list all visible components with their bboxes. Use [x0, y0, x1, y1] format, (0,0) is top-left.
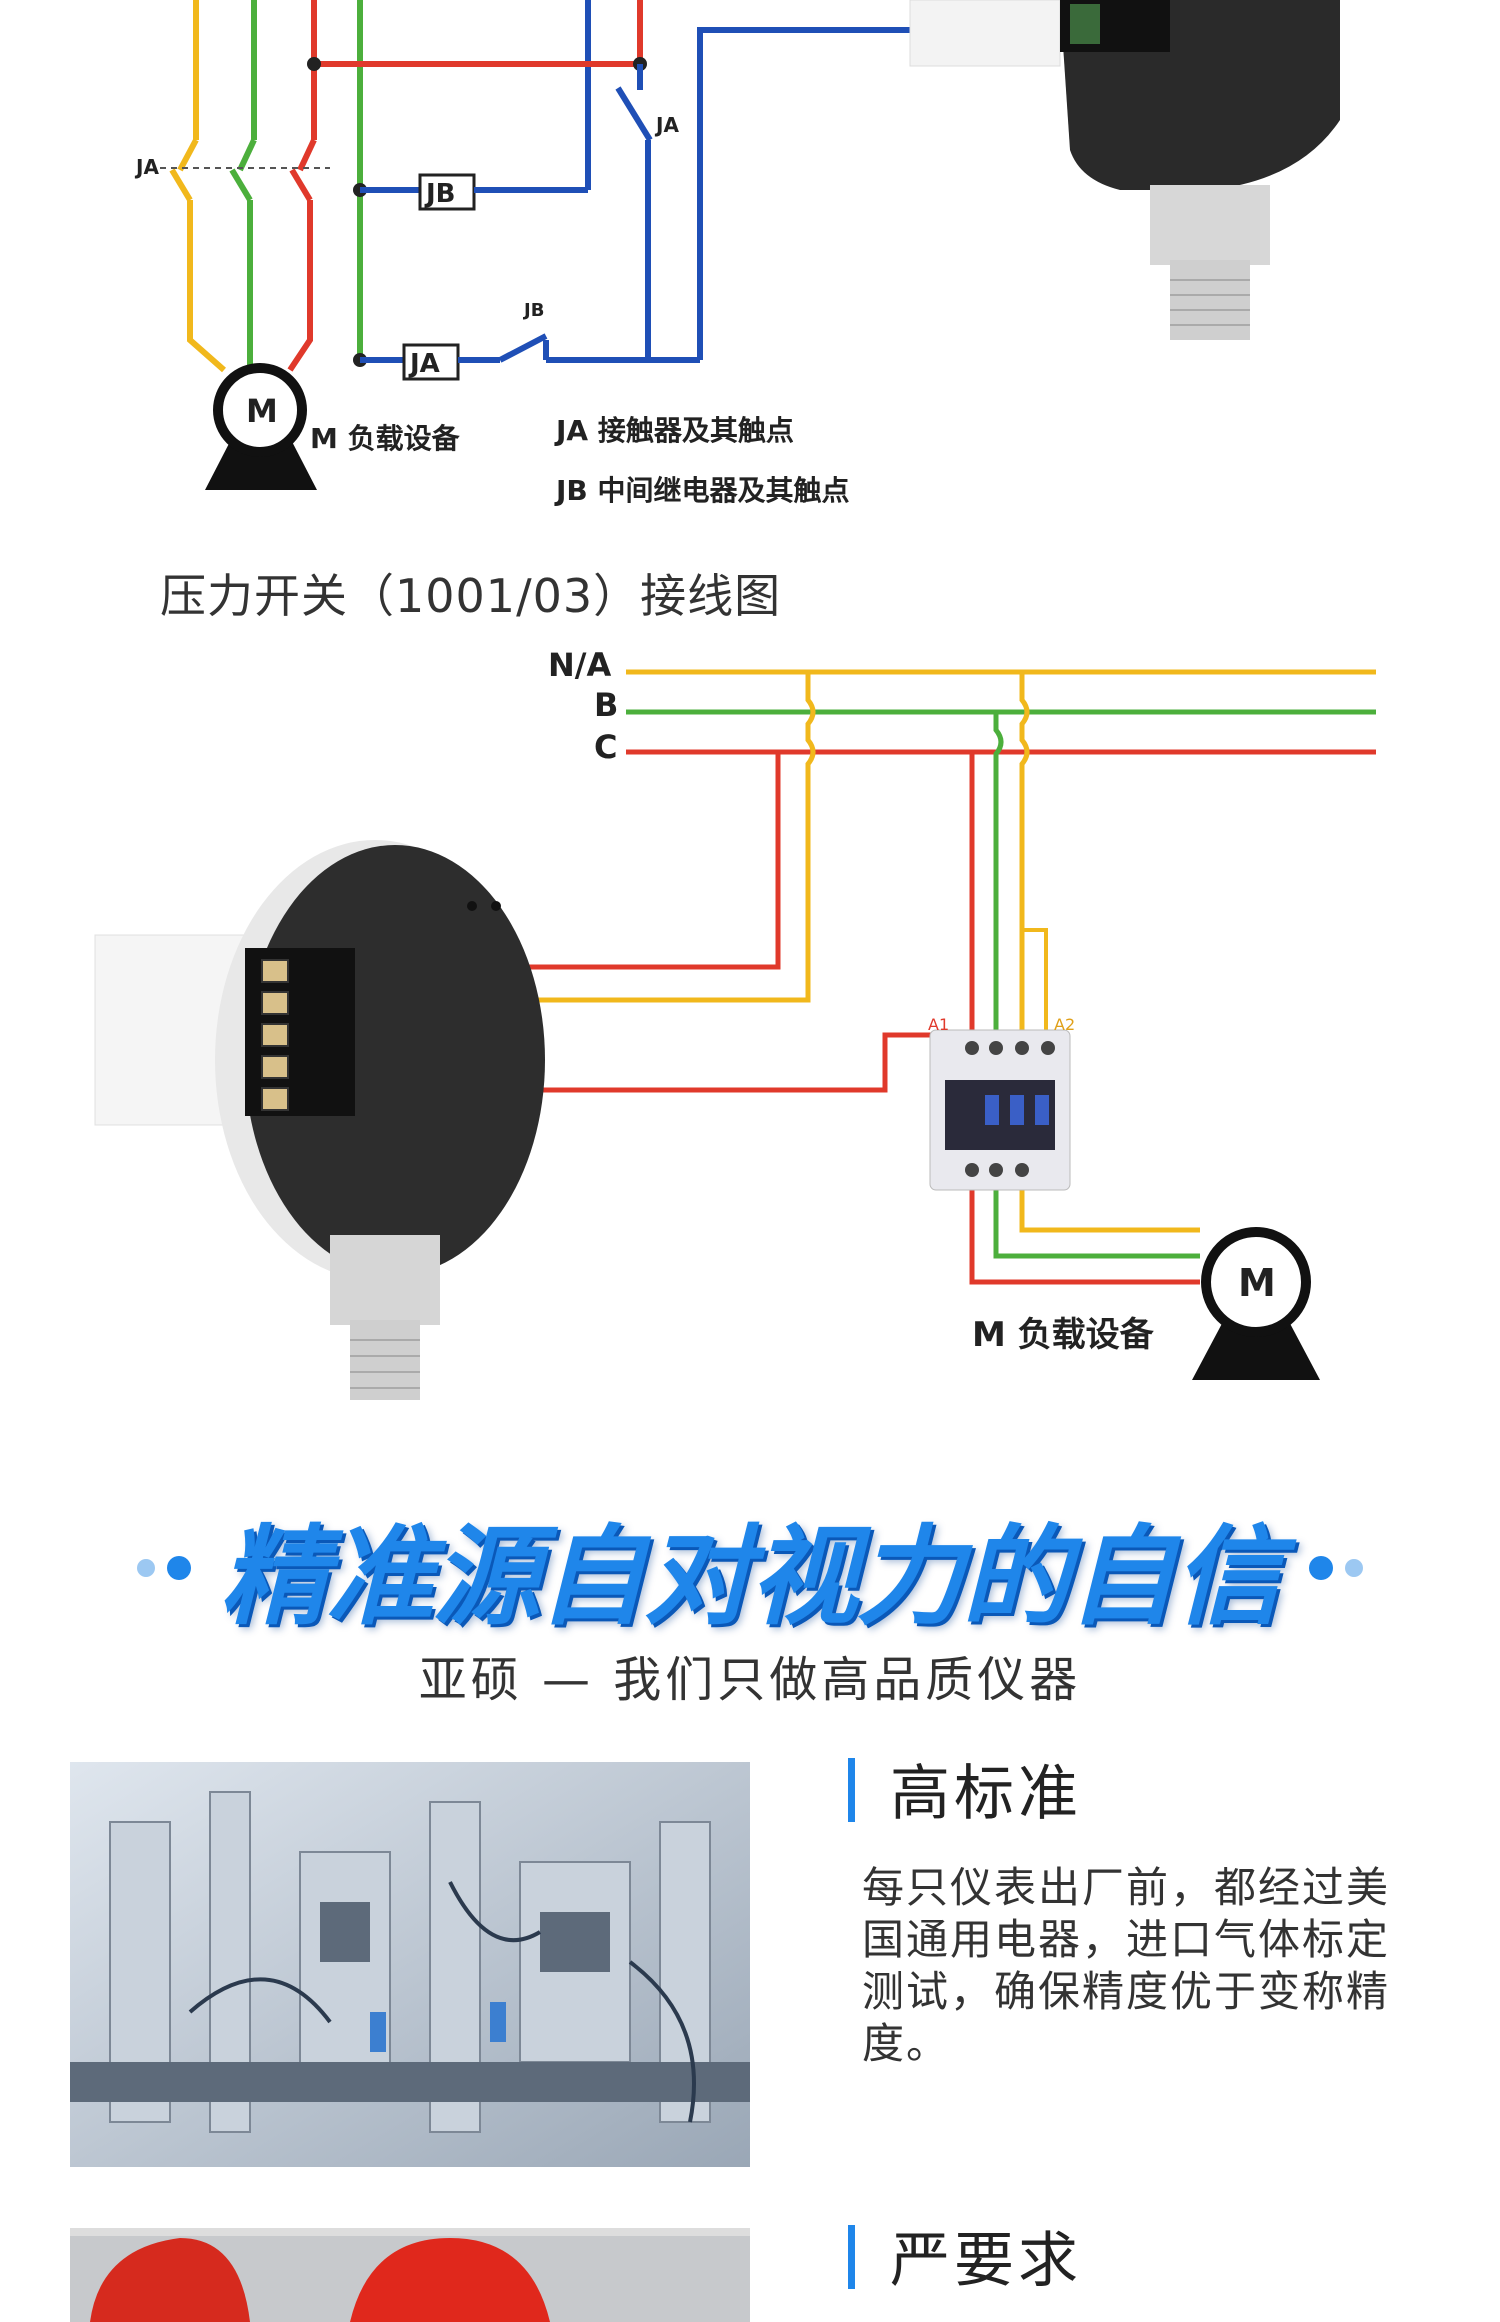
motor-icon: [1192, 1227, 1320, 1380]
feature-accent-bar: [848, 1758, 855, 1822]
legend-jb: JB 中间继电器及其触点: [554, 474, 850, 507]
contactor-image: [929, 1029, 1071, 1191]
feature-accent-bar: [848, 2225, 855, 2289]
jb-contact-label: JB: [522, 300, 544, 321]
feature-title-high-standard: 高标准: [890, 1759, 1082, 1829]
motor-letter: M: [1238, 1261, 1276, 1305]
worker-helmet-image: [70, 2228, 750, 2322]
feature-description: 每只仪表出厂前，都经过美国通用电器，进口气体标定测试，确保精度优于变称精度。: [862, 1863, 1391, 2068]
decorative-dots-right: [1303, 1556, 1369, 1580]
pressure-switch-wiring-diagram: N/A B C: [94, 646, 1376, 1400]
pressure-switch-image: [94, 840, 545, 1400]
motor-caption: M 负载设备: [310, 422, 461, 455]
wiring-diagram-title: 压力开关（1001/03）接线图: [160, 569, 782, 623]
ja-contact-label: JA: [654, 113, 679, 137]
factory-production-line-image: [70, 1762, 750, 2167]
contactor-a2-label: A2: [1054, 1015, 1075, 1034]
pressure-switch-image: [909, 0, 1340, 340]
ja-main-label: JA: [134, 155, 159, 179]
legend-ja: JA 接触器及其触点: [554, 414, 794, 447]
motor-icon: [205, 363, 317, 490]
line-label-na: N/A: [548, 646, 611, 684]
contactor-a1-label: A1: [928, 1015, 949, 1034]
motor-letter: M: [246, 392, 278, 430]
slogan-subline: 亚硕 — 我们只做高品质仪器: [418, 1652, 1082, 1708]
slogan-headline: 精准源自对视力的自信: [219, 1515, 1282, 1640]
motor-caption: M 负载设备: [972, 1315, 1155, 1355]
ja-coil-label: JA: [408, 349, 440, 379]
decorative-dots-left: [131, 1556, 197, 1580]
jb-coil-label: JB: [424, 179, 456, 209]
slogan-banner: 精准源自对视力的自信: [0, 1490, 1500, 1646]
line-label-b: B: [594, 686, 618, 724]
line-label-c: C: [594, 728, 617, 766]
feature-title-strict-requirement: 严要求: [890, 2226, 1082, 2296]
control-wiring-diagram: JA JA JB JA JB M M 负载设备 JA 接触器及其触点 JB 中间…: [134, 0, 1340, 507]
